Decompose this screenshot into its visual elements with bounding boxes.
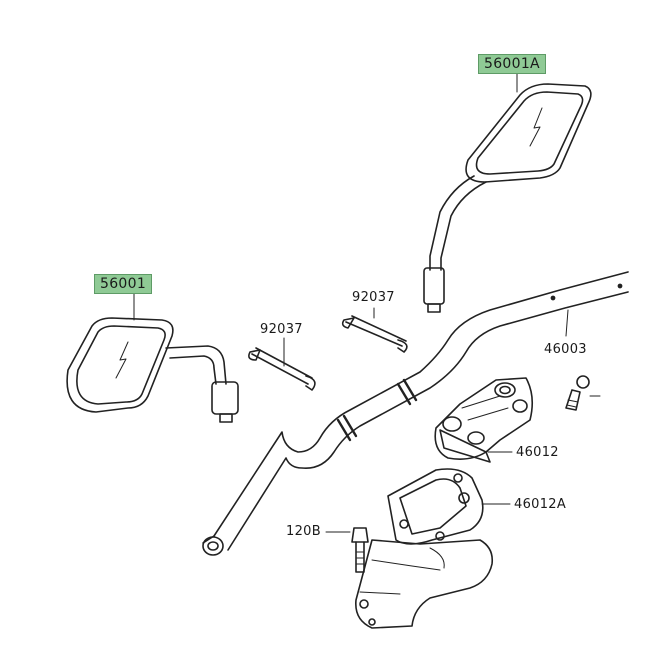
label-mirror-left[interactable]: 56001 bbox=[94, 274, 153, 294]
handlebar bbox=[202, 271, 629, 556]
bolt-upper-right bbox=[565, 375, 590, 411]
bolt-120b bbox=[351, 527, 369, 573]
label-holder-upper[interactable]: 46012 bbox=[516, 445, 559, 460]
label-mirror-right[interactable]: 56001A bbox=[478, 54, 546, 74]
label-holder-lower[interactable]: 46012A bbox=[514, 497, 567, 512]
mirror-right bbox=[423, 83, 592, 313]
leader-46003 bbox=[565, 309, 569, 337]
label-bolt[interactable]: 120B bbox=[286, 524, 321, 539]
leader-lines bbox=[133, 72, 601, 533]
label-handlebar[interactable]: 46003 bbox=[544, 342, 587, 357]
label-clip-right[interactable]: 92037 bbox=[352, 290, 395, 305]
holder-lower bbox=[355, 468, 494, 629]
label-clip-left[interactable]: 92037 bbox=[260, 322, 303, 337]
clip-left bbox=[248, 347, 316, 391]
mirror-left bbox=[66, 317, 239, 423]
holder-upper bbox=[434, 377, 534, 463]
clip-right bbox=[341, 315, 408, 353]
